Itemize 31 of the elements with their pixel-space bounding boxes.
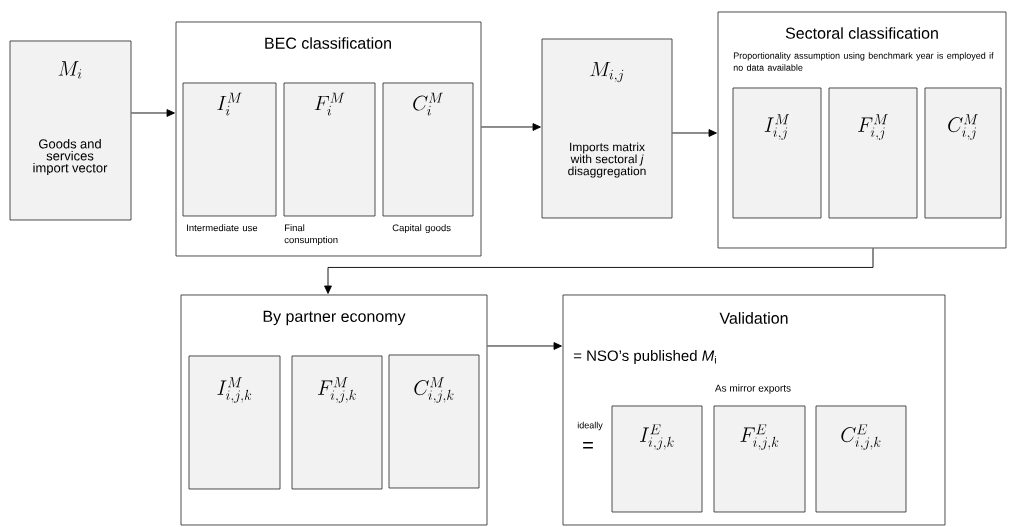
matrix-box: $I_{i}^{M}$ Intermediate use	[182, 82, 277, 232]
matrix-box: $F_{i,j}^{M}$	[828, 87, 918, 219]
panel-heading: BEC classification	[265, 37, 391, 49]
arrow	[672, 129, 717, 137]
panel-heading: Sectoral classification	[785, 27, 938, 39]
matrix-box: $F_{i,j,k}^{M}$	[291, 355, 383, 490]
matrix-box: $F_{i}^{M}$ Final consumption	[283, 82, 376, 246]
matrix-box: $C_{i}^{M}$ Capital goods	[382, 82, 474, 234]
matrix-box: $M_{i}$ Goods and services import vector	[9, 40, 132, 221]
matrix-box: $C_{i,j,k}^{M}$	[388, 354, 480, 489]
matrix-box: $C_{i,j}^{M}$	[924, 87, 1002, 219]
arrow	[324, 248, 874, 294]
matrix-box: $I_{i,j,k}^{M}$	[188, 355, 281, 490]
caption-text: Intermediate use	[187, 224, 258, 232]
note-text: ideally	[577, 421, 603, 431]
note-text: = NSO’s published M$_{i}$	[573, 350, 716, 364]
panel-heading: Validation	[719, 312, 788, 324]
arrow	[487, 342, 562, 350]
caption-text: Final consumption	[284, 224, 338, 246]
note-text: Proportionality assumption using benchmark year is employed if no data available	[733, 52, 994, 71]
matrix-box: $F_{i,j,k}^{E}$	[713, 405, 806, 513]
note-text: As mirror exports	[714, 384, 791, 394]
panel-heading: By partner economy	[263, 310, 406, 326]
matrix-box: $I_{i,j,k}^{E}$	[611, 405, 703, 513]
matrix-box: $M_{i,j}$ Imports matrix with sectoral j disaggregation	[541, 38, 673, 219]
matrix-box: $C_{i,j,k}^{E}$	[815, 405, 907, 513]
matrix-box: $I_{i,j}^{M}$	[732, 87, 822, 219]
equals-sign: =	[583, 442, 593, 449]
caption-text: Capital goods	[392, 224, 451, 234]
arrow	[481, 123, 541, 131]
arrow	[131, 109, 175, 117]
